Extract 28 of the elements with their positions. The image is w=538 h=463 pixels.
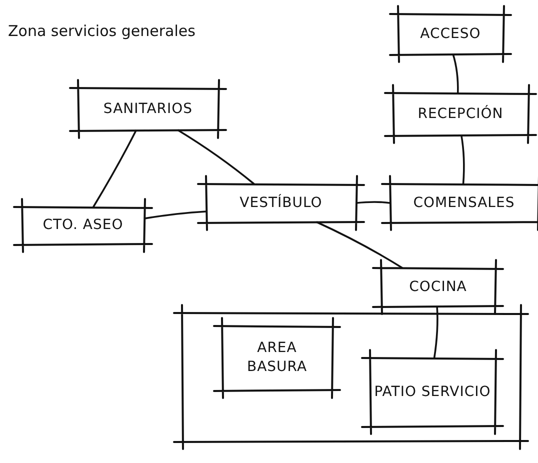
room-label: ACCESO [419, 24, 482, 44]
connector-line [316, 221, 403, 269]
room-label: COMENSALES [412, 194, 516, 212]
room-label: CTO. ASEO [42, 216, 124, 235]
connector-line [177, 129, 255, 185]
zone-box [173, 304, 529, 450]
room-box [361, 349, 504, 435]
room-label: AREA BASURA [246, 339, 308, 377]
room-label: VESTÍBULO [238, 194, 324, 212]
room-box [197, 175, 365, 231]
connector-line [144, 210, 206, 220]
room-box [381, 175, 538, 231]
room-label: PATIO SERVICIO [373, 382, 492, 402]
connector-line [92, 130, 138, 208]
room-box [69, 79, 227, 139]
connector-line [356, 201, 390, 204]
diagram-title: Zona servicios generales [8, 22, 196, 40]
room-label: RECEPCIÓN [416, 104, 504, 124]
connector-line [452, 54, 459, 94]
room-box [13, 198, 153, 253]
room-label: SANITARIOS [102, 100, 194, 118]
room-label: COCINA [408, 278, 468, 296]
room-box [389, 5, 512, 63]
connector-line [460, 134, 465, 184]
connector-line [433, 306, 438, 358]
room-box [213, 317, 341, 399]
room-box [384, 84, 537, 144]
room-box [372, 259, 504, 315]
